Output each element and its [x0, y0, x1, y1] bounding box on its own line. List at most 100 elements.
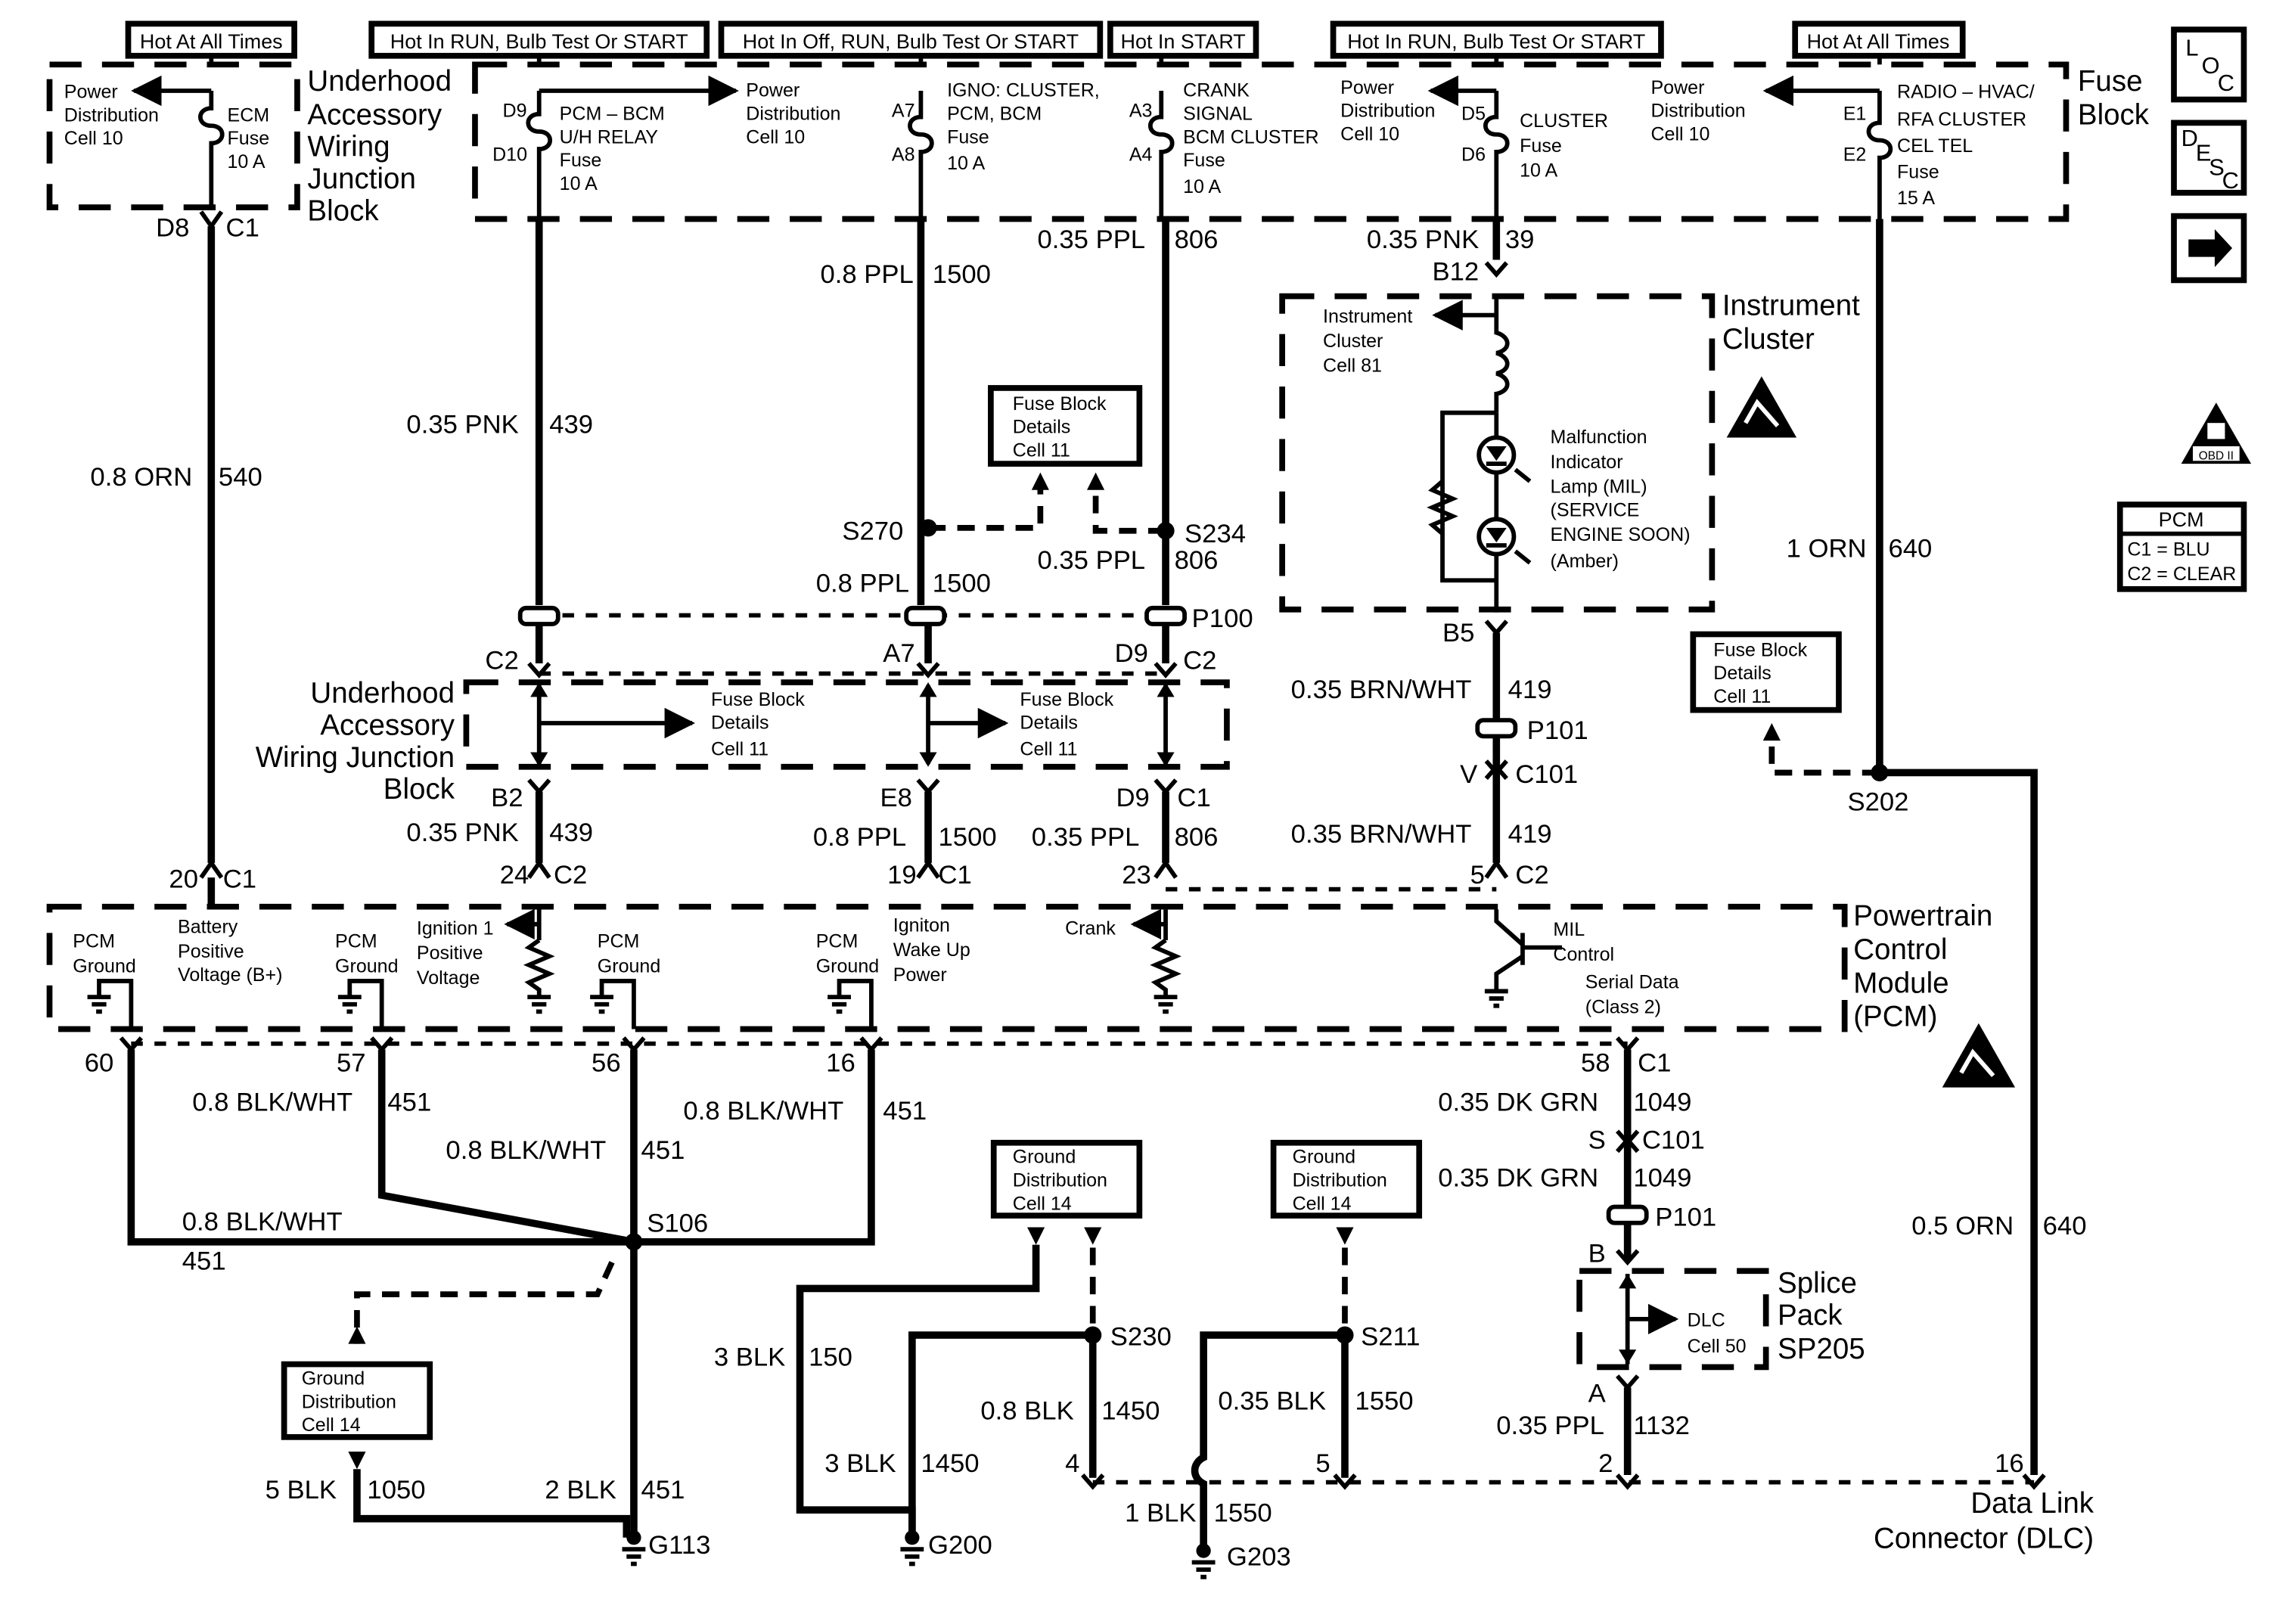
- svg-text:Block: Block: [2078, 98, 2150, 131]
- svg-text:S: S: [1588, 1126, 1606, 1154]
- svg-text:5: 5: [1315, 1449, 1330, 1478]
- svg-text:0.35 PPL: 0.35 PPL: [1038, 546, 1146, 575]
- svg-text:4: 4: [1065, 1449, 1079, 1478]
- svg-text:PCM: PCM: [816, 931, 859, 952]
- svg-text:419: 419: [1508, 675, 1552, 704]
- svg-text:Cell 14: Cell 14: [302, 1414, 361, 1436]
- connector-d8-c1: D8 C1: [156, 210, 259, 243]
- svg-text:Cell 81: Cell 81: [1323, 356, 1382, 377]
- svg-text:Accessory: Accessory: [307, 98, 442, 131]
- svg-text:Ground: Ground: [816, 955, 880, 977]
- svg-text:A: A: [1588, 1380, 1607, 1408]
- svg-text:IGNO: CLUSTER,: IGNO: CLUSTER,: [947, 80, 1100, 101]
- svg-text:(SERVICE: (SERVICE: [1551, 499, 1640, 520]
- svg-text:Data Link: Data Link: [1970, 1487, 2094, 1520]
- svg-text:1450: 1450: [1101, 1397, 1160, 1426]
- svg-text:Details: Details: [1020, 713, 1078, 734]
- svg-text:O: O: [2202, 52, 2220, 79]
- svg-text:640: 640: [1888, 534, 1932, 563]
- svg-text:A7: A7: [892, 101, 915, 122]
- svg-text:C1 = BLU: C1 = BLU: [2127, 539, 2209, 560]
- uawjb-mid-box: [463, 679, 1230, 770]
- svg-text:5 BLK: 5 BLK: [265, 1476, 337, 1504]
- svg-text:57: 57: [337, 1048, 366, 1077]
- ground-distribution-right: Ground Distribution Cell 14: [1270, 1139, 1423, 1219]
- svg-text:2: 2: [1598, 1449, 1613, 1478]
- svg-text:Cell 10: Cell 10: [1650, 123, 1709, 144]
- svg-text:Wake Up: Wake Up: [893, 939, 970, 961]
- desc-icon[interactable]: D E S C: [2171, 120, 2247, 196]
- fuse-ecm-label: ECM Fuse 10 A: [228, 104, 270, 172]
- svg-text:E: E: [2196, 139, 2212, 166]
- svg-text:S234: S234: [1185, 520, 1246, 548]
- svg-text:Fuse: Fuse: [1183, 150, 1225, 171]
- svg-text:419: 419: [1508, 820, 1552, 849]
- svg-text:640: 640: [2043, 1212, 2087, 1241]
- svg-text:0.8 PPL: 0.8 PPL: [813, 823, 906, 852]
- svg-text:P101: P101: [1527, 716, 1588, 745]
- pcm-igniton-wake-label: Igniton Wake Up Power: [893, 914, 970, 985]
- svg-text:C2: C2: [1183, 647, 1216, 675]
- svg-text:0.35 BRN/WHT: 0.35 BRN/WHT: [1291, 820, 1472, 849]
- svg-text:Positive: Positive: [178, 941, 244, 962]
- svg-text:ENGINE SOON): ENGINE SOON): [1551, 524, 1691, 545]
- svg-text:Cell 11: Cell 11: [1020, 738, 1077, 759]
- svg-text:Fuse Block: Fuse Block: [1713, 639, 1807, 660]
- svg-text:D9: D9: [503, 101, 527, 122]
- svg-text:Battery: Battery: [178, 916, 238, 937]
- fuse-block-box: [472, 61, 2070, 222]
- ground-distribution-left: Ground Distribution Cell 14: [281, 1361, 433, 1440]
- mil-lamp-label: Malfunction Indicator Lamp (MIL) (SERVIC…: [1551, 427, 1691, 572]
- svg-text:PCM – BCM: PCM – BCM: [560, 104, 665, 125]
- connector-p101: [1475, 718, 1518, 739]
- svg-text:Ground: Ground: [1293, 1147, 1356, 1168]
- svg-text:A7: A7: [883, 639, 914, 668]
- svg-text:806: 806: [1175, 546, 1219, 575]
- svg-text:0.35 DK GRN: 0.35 DK GRN: [1438, 1164, 1598, 1193]
- next-arrow-icon[interactable]: [2171, 213, 2247, 284]
- svg-text:Underhood: Underhood: [310, 677, 455, 710]
- svg-text:D10: D10: [492, 144, 527, 165]
- svg-text:Distribution: Distribution: [1650, 101, 1745, 122]
- svg-text:5: 5: [1470, 861, 1485, 890]
- loc-icon[interactable]: L O C: [2171, 26, 2247, 103]
- svg-text:C101: C101: [1515, 760, 1578, 789]
- fuse-icon: [198, 90, 1893, 219]
- svg-text:E2: E2: [1843, 144, 1867, 165]
- svg-text:B12: B12: [1433, 257, 1480, 286]
- pcm-ground-1: PCM Ground: [73, 931, 136, 1029]
- svg-text:ECM: ECM: [228, 104, 270, 126]
- svg-text:Block: Block: [307, 194, 379, 227]
- header-hot-in-start: Hot In START: [1107, 20, 1259, 59]
- uawjb-mid-label: Underhood Accessory Wiring Junction Bloc…: [256, 677, 455, 806]
- resistor-icon: [504, 908, 555, 1014]
- svg-text:15 A: 15 A: [1897, 188, 1935, 209]
- svg-text:Control: Control: [1553, 944, 1614, 965]
- svg-text:D9: D9: [1116, 784, 1150, 812]
- svg-text:Splice: Splice: [1778, 1267, 1857, 1300]
- pcm-ground-3: PCM Ground: [590, 931, 660, 1029]
- fuse-block-details-top: Fuse Block Details Cell 11: [988, 385, 1143, 467]
- svg-text:Ignition 1: Ignition 1: [417, 918, 494, 939]
- svg-text:3 BLK: 3 BLK: [824, 1449, 896, 1478]
- svg-text:10 A: 10 A: [1183, 176, 1221, 197]
- svg-text:D: D: [2181, 125, 2198, 151]
- svg-text:DLC: DLC: [1688, 1309, 1725, 1331]
- svg-text:0.8 BLK/WHT: 0.8 BLK/WHT: [192, 1088, 352, 1116]
- svg-text:S202: S202: [1848, 788, 1909, 817]
- power-distribution-ref-2: Power Distribution Cell 10: [746, 80, 840, 148]
- svg-text:S: S: [2209, 154, 2225, 181]
- svg-text:Power: Power: [1650, 77, 1704, 98]
- svg-text:PCM: PCM: [335, 931, 377, 952]
- svg-text:Fuse: Fuse: [560, 150, 602, 171]
- fuse-block-details-mid1: Fuse Block Details Cell 11: [711, 689, 805, 759]
- esd-warning-icon-pcm: [1942, 1023, 2016, 1088]
- svg-text:C2: C2: [485, 647, 518, 675]
- svg-text:Fuse: Fuse: [2078, 65, 2143, 98]
- fuse-crank-label: CRANK SIGNAL BCM CLUSTER Fuse 10 A: [1183, 80, 1318, 197]
- svg-text:0.35 PPL: 0.35 PPL: [1032, 823, 1140, 852]
- pin-20: 20: [169, 865, 198, 894]
- svg-text:451: 451: [182, 1247, 226, 1275]
- pcm-battery-label: Battery Positive Voltage (B+): [178, 916, 282, 986]
- svg-text:Power: Power: [746, 80, 800, 101]
